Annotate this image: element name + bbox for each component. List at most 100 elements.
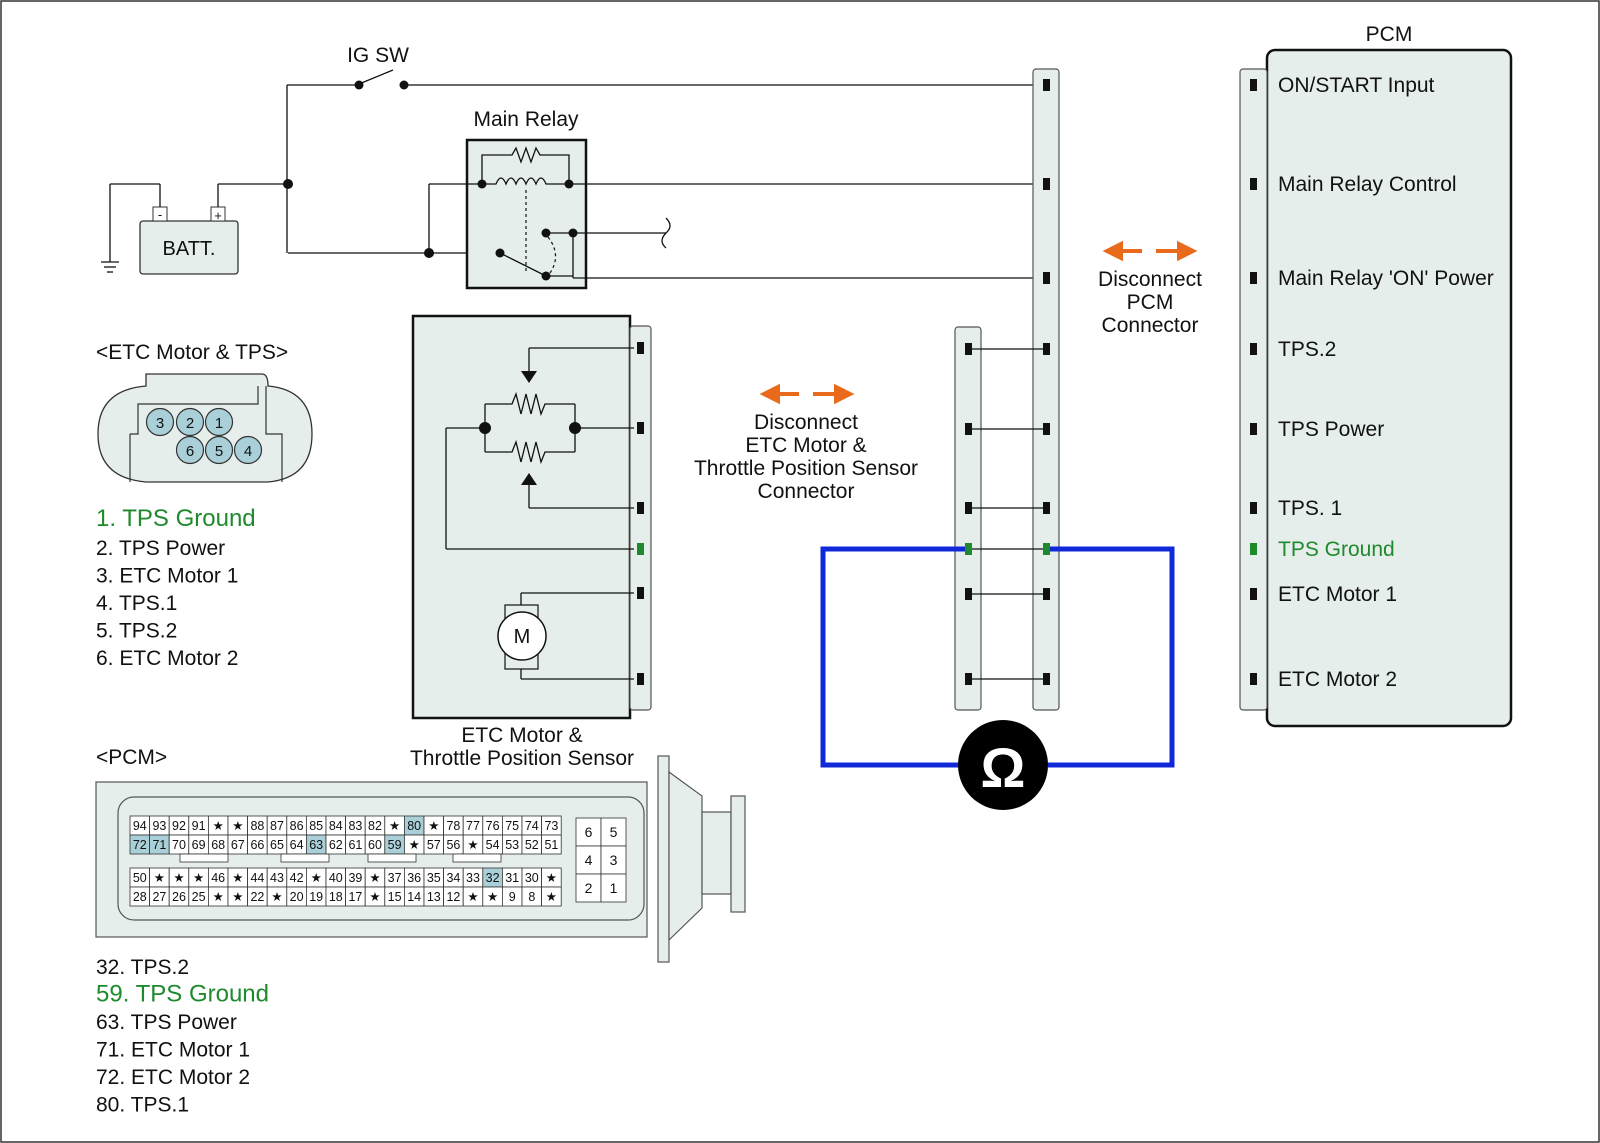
pcm-pin-number: 69: [192, 838, 206, 852]
pcm-pin-number: 82: [368, 819, 382, 833]
etc-pin-number: 6: [186, 443, 194, 460]
pcm-pin-number: ★: [232, 871, 243, 885]
pcm-pin-number: 56: [446, 838, 460, 852]
pcm-pin-number: ★: [213, 890, 224, 904]
pcm-pin-number: ★: [232, 890, 243, 904]
pcm-pin-number: 60: [368, 838, 382, 852]
pcm-pin-number: ★: [213, 819, 224, 833]
pcm-connector-title: <PCM>: [96, 746, 167, 769]
double-arrow-icon: [759, 383, 855, 405]
pcm-pin-number: 20: [290, 890, 304, 904]
pcm-pin-number: 34: [446, 871, 460, 885]
ohm-symbol: Ω: [981, 736, 1026, 799]
etc-pin-number: 1: [215, 415, 223, 432]
pcm-pin-number: 8: [528, 890, 535, 904]
pcm-pin-number: 63: [309, 838, 323, 852]
etc-legend-item: 2. TPS Power: [96, 537, 225, 560]
pcm-legend-item: 63. TPS Power: [96, 1011, 237, 1034]
pcm-pin-number: ★: [193, 871, 204, 885]
pcm-pin-number: ★: [173, 871, 184, 885]
pcm-pin-number: ★: [428, 819, 439, 833]
disconnect-pcm-note: Disconnect PCM Connector: [1098, 240, 1202, 337]
etc-legend-item: 3. ETC Motor 1: [96, 565, 238, 588]
pcm-pin-number: 92: [172, 819, 186, 833]
etc-pin: [637, 673, 644, 685]
pcm-pin-number: ★: [546, 871, 557, 885]
pcm-pin-number: 62: [329, 838, 343, 852]
etc-pin-circle: [175, 407, 205, 437]
pcm-pin-number: ★: [232, 819, 243, 833]
etc-pin-circle: [233, 435, 263, 465]
disconnect-pcm-line1: Disconnect: [1098, 268, 1202, 291]
pcm-pin-number: 32: [486, 871, 500, 885]
etc-pin-circle: [175, 435, 205, 465]
pcm-pin-cell: [541, 834, 562, 855]
pcm-pin-number: 86: [290, 819, 304, 833]
pcm-pin-number: 44: [250, 871, 264, 885]
ig-sw-label: IG SW: [347, 44, 409, 67]
etc-legend-item: 1. TPS Ground: [96, 505, 256, 532]
pcm-pin-number: 68: [211, 838, 225, 852]
pcm-pin-number: 77: [466, 819, 480, 833]
etc-pin: [637, 422, 644, 434]
pcm-legend-item: 32. TPS.2: [96, 956, 189, 979]
pcm-pin-number: 46: [211, 871, 225, 885]
pcm-pin-number: 75: [505, 819, 519, 833]
pcm-pin-number: 72: [133, 838, 147, 852]
etc-motor-tps-block: M ETC Motor & Throttle Position Sensor: [410, 314, 652, 770]
pcm-pin-number: 17: [348, 890, 362, 904]
pcm-pin-number: 59: [388, 838, 402, 852]
tps-potentiometer-icon: [445, 347, 634, 550]
pcm-pin-number: 35: [427, 871, 441, 885]
etc-legend-item: 6. ETC Motor 2: [96, 647, 238, 670]
pcm-block-pin-label: Main Relay Control: [1278, 173, 1457, 196]
pcm-harness-tps-ground-pin: [1043, 543, 1050, 555]
pcm-power-pin-number: 6: [585, 824, 593, 840]
pcm-legend-item: 72. ETC Motor 2: [96, 1066, 250, 1089]
pcm-block-pin-label: ETC Motor 2: [1278, 668, 1397, 691]
battery-minus-sign: -: [158, 207, 162, 222]
battery: - + BATT.: [101, 183, 239, 275]
pcm-pin-number: 40: [329, 871, 343, 885]
etc-connector-title: <ETC Motor & TPS>: [96, 341, 288, 364]
pcm-pin-number: 73: [544, 819, 558, 833]
pcm-block-pin: [1250, 673, 1257, 685]
pcm-legend-item: 80. TPS.1: [96, 1094, 189, 1117]
pcm-pin-number: 94: [133, 819, 147, 833]
pcm-pin-number: 80: [407, 819, 421, 833]
pcm-pin-number: 14: [407, 890, 421, 904]
pcm-block-pin: [1250, 502, 1257, 514]
pcm-block-pin-label: ETC Motor 1: [1278, 583, 1397, 606]
pcm-block-body: [1265, 48, 1513, 728]
battery-label: BATT.: [163, 238, 216, 260]
pcm-block-pin: [1250, 543, 1257, 555]
pcm-block-pin-label: TPS Ground: [1278, 538, 1395, 561]
pcm-pin-number: 67: [231, 838, 245, 852]
pcm-pin-number: 66: [250, 838, 264, 852]
pcm-pin-number: 53: [505, 838, 519, 852]
etc-harness-connector: [954, 326, 982, 711]
pcm-pin-number: 30: [525, 871, 539, 885]
pcm-pin-number: 42: [290, 871, 304, 885]
double-arrow-icon: [1102, 240, 1198, 262]
etc-pin-circle: [204, 435, 234, 465]
pcm-block-pin: [1250, 79, 1257, 91]
pcm-pin-number: 84: [329, 819, 343, 833]
pcm-power-pin-cell: [600, 873, 627, 903]
pcm-pin-number: 18: [329, 890, 343, 904]
pcm-pin-number: 22: [250, 890, 264, 904]
pcm-pin-number: ★: [311, 871, 322, 885]
pcm-pin-number: 57: [427, 838, 441, 852]
main-relay: [465, 138, 588, 290]
pcm-pin-number: 52: [525, 838, 539, 852]
pcm-power-pin-cell: [600, 845, 627, 875]
pcm-pin-number: 12: [446, 890, 460, 904]
pcm-pin-number: 88: [250, 819, 264, 833]
